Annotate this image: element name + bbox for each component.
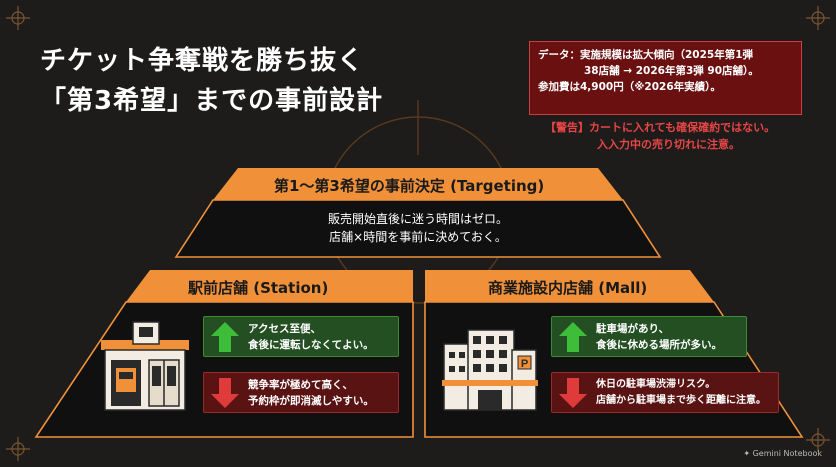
station-building-icon [101,321,189,411]
station-pro-card: アクセス至便、 食後に運転しなくてよい。 [203,316,399,357]
arrow-up-icon [211,322,239,352]
mall-pro-line-2: 食後に休める場所が多い。 [596,339,722,351]
station-con-text: 競争率が極めて高く、 予約枠が即消滅しやすい。 [248,377,374,409]
mall-con-card: 休日の駐車場渋滞リスク。 店舗から駐車場まで歩く距離に注意。 [551,372,779,413]
warning-line-1: 【警告】カートに入れても確保確約ではない。 [545,121,776,134]
mall-title: 商業施設内店舗 (Mall) [488,279,648,297]
station-title: 駅前店舗 (Station) [188,279,329,297]
footer-brand-label: Gemini Notebook [752,449,822,458]
targeting-body: 販売開始直後に迷う時間はゼロ。 店舗×時間を事前に決めておく。 [308,210,528,246]
station-pro-text: アクセス至便、 食後に運転しなくてよい。 [248,321,374,353]
targeting-banner-shape [213,168,623,200]
warning-line-2: 入入力中の売り切れに注意。 [597,138,740,151]
targeting-body-shape [174,199,662,258]
warning-note: 【警告】カートに入れても確保確約ではない。 入入力中の売り切れに注意。 [545,119,795,153]
data-line-3: 参加費は4,900円（※2026年実績）。 [538,81,721,93]
data-line-2: 38店舗 → 2026年第3弾 90店舗）。 [584,65,759,77]
mall-con-line-1: 休日の駐車場渋滞リスク。 [596,379,716,390]
title-line-2: 「第3希望」までの事前設計 [40,86,384,116]
mall-pro-card: 駐車場があり、 食後に休める場所が多い。 [551,316,747,357]
footer-brand: ✦ Gemini Notebook [743,449,822,458]
mall-building-icon: P [442,329,538,411]
station-pro-line-1: アクセス至便、 [248,323,321,335]
mall-pro-text: 駐車場があり、 食後に休める場所が多い。 [596,321,722,353]
station-con-line-1: 競争率が極めて高く、 [248,379,353,391]
station-banner-shape [126,270,413,302]
arrow-down-icon [211,378,239,408]
notebook-icon: ✦ [743,449,753,458]
targeting-title: 第1〜第3希望の事前決定 (Targeting) [274,177,545,195]
data-line-1: データ：実施規模は拡大傾向（2025年第1弾 [538,49,754,61]
mall-con-line-2: 店舗から駐車場まで歩く距離に注意。 [596,395,766,406]
mall-pro-line-1: 駐車場があり、 [596,323,670,335]
targeting-line-1: 販売開始直後に迷う時間はゼロ。 [327,212,508,226]
title-line-1: チケット争奪戦を勝ち抜く [40,46,365,76]
station-pro-line-2: 食後に運転しなくてよい。 [248,339,374,351]
arrow-up-icon [559,322,587,352]
arrow-down-icon [559,378,587,408]
mall-con-text: 休日の駐車場渋滞リスク。 店舗から駐車場まで歩く距離に注意。 [596,377,766,409]
station-con-card: 競争率が極めて高く、 予約枠が即消滅しやすい。 [203,372,399,413]
data-info-box: データ：実施規模は拡大傾向（2025年第1弾 38店舗 → 2026年第3弾 9… [529,41,802,115]
targeting-line-2: 店舗×時間を事前に決めておく。 [329,230,507,244]
svg-text:P: P [521,358,528,370]
mall-banner-shape [425,270,714,302]
station-con-line-2: 予約枠が即消滅しやすい。 [248,395,374,407]
